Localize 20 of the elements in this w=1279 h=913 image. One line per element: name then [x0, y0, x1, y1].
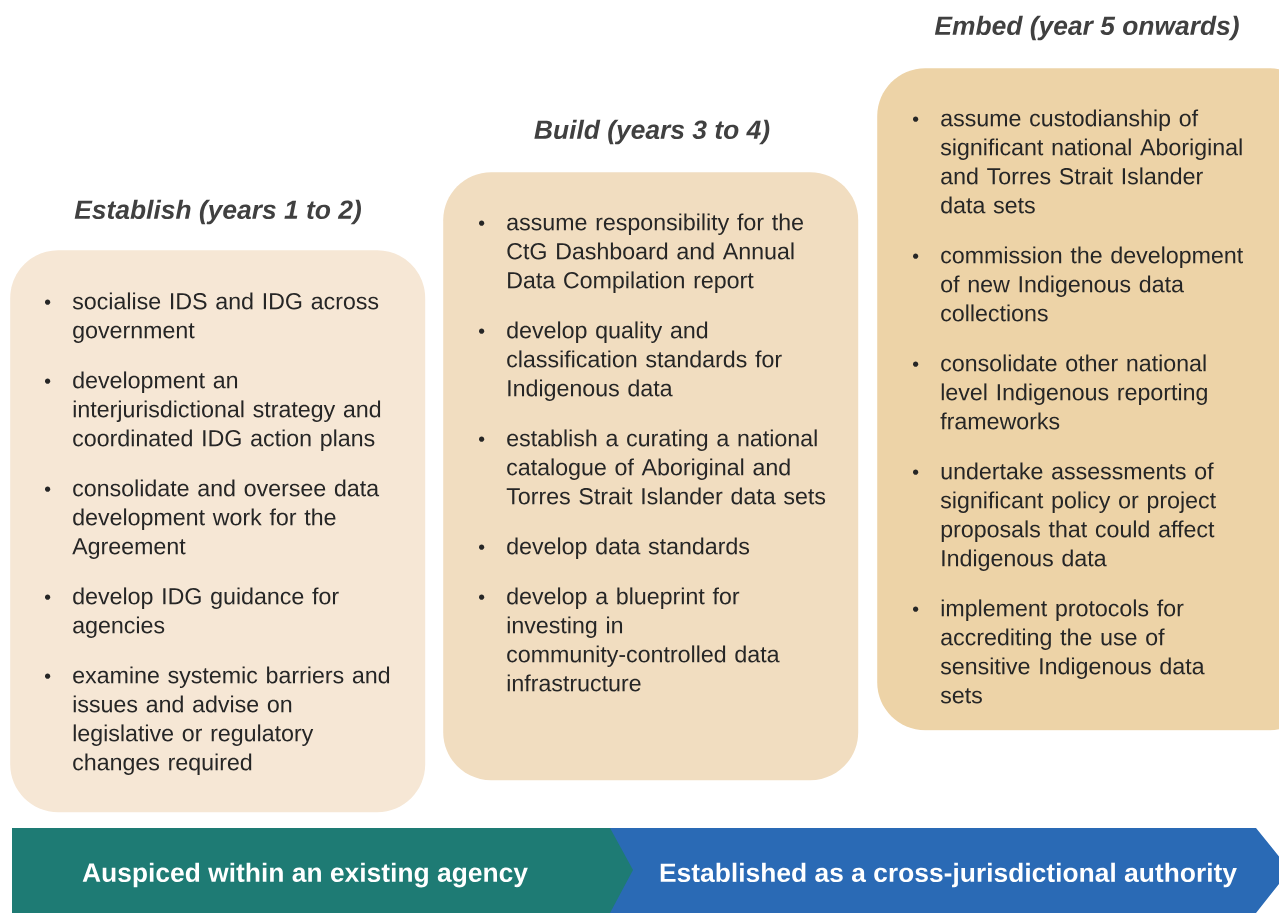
- bullet-text: socialise IDS and IDG across government: [45, 292, 379, 343]
- bullet-text: establish a curating a national catalogue of Aboriginal and Torres Strait Islander data sets: [479, 429, 826, 505]
- bullet-text: examine systemic barriers and issues and advise on legislative or regulatory changes required: [45, 666, 390, 775]
- bullet-text: assume responsibility for the CtG Dashboard and Annual Data Compilation report: [479, 213, 803, 293]
- bullet-text: development an interjurisdictional strategy and coordinated IDG action plans: [45, 371, 381, 451]
- bullet-text: consolidate and oversee data development work for the Agreement: [45, 479, 380, 559]
- phase-heading: Establish (years 1 to 2): [74, 199, 361, 225]
- bullet-text: commission the development of new Indigenous data collections: [913, 246, 1243, 322]
- bullet-text: undertake assessments of significant policy or project proposals that could affect Indigenous data: [913, 462, 1216, 571]
- bullet-text: develop quality and classification standards for Indigenous data: [479, 321, 782, 401]
- bullet-text: develop IDG guidance for agencies: [45, 587, 339, 638]
- bullet-text: develop a blueprint for investing in community-controlled data infrastructure: [479, 587, 780, 692]
- bullet-text: develop data standards: [479, 537, 750, 559]
- bullet-text: assume custodianship of significant national Aboriginal and Torres Strait Islander data sets: [913, 109, 1242, 214]
- chevron-bar: Established as a cross-jurisdictional authority: [610, 828, 1279, 913]
- bullet-text: implement protocols for accrediting the use of sensitive Indigenous data sets: [913, 599, 1205, 704]
- phase-heading: Embed (year 5 onwards): [934, 15, 1239, 41]
- bullet-text: consolidate other national level Indigenous reporting frameworks: [913, 354, 1207, 430]
- chevron-bar: Auspiced within an existing agency: [12, 828, 635, 913]
- phase-heading: Build (years 3 to 4): [534, 119, 770, 145]
